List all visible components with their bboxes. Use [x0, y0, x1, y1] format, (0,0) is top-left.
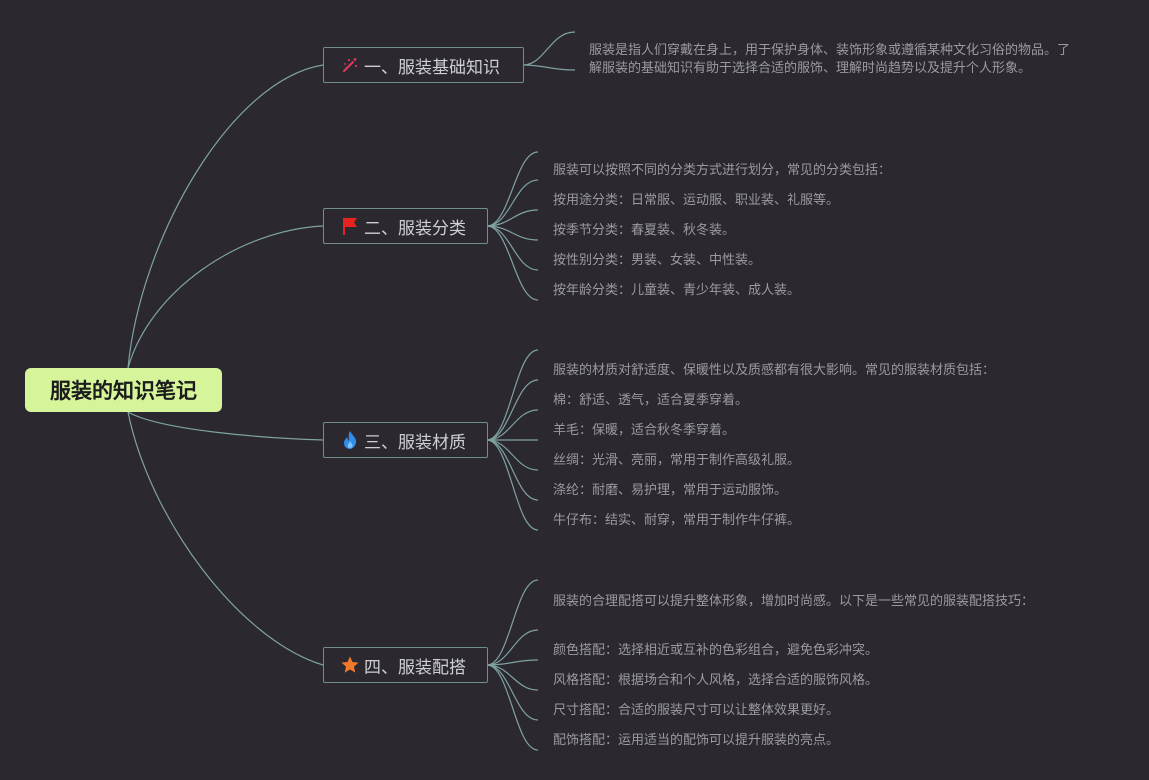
- leaf-matching-4: 配饰搭配：运用适当的配饰可以提升服装的亮点。: [553, 733, 840, 748]
- leaf-materials-4: 涤纶：耐磨、易护理，常用于运动服饰。: [553, 483, 788, 498]
- branch-topic-matching[interactable]: 四、服装配搭: [323, 647, 488, 683]
- fire-icon: [340, 430, 360, 450]
- leaf-materials-2: 羊毛：保暖，适合秋冬季穿着。: [553, 423, 736, 438]
- leaf-matching-3: 尺寸搭配：合适的服装尺寸可以让整体效果更好。: [553, 703, 840, 718]
- leaf-matching-0: 服装的合理配搭可以提升整体形象，增加时尚感。以下是一些常见的服装配搭技巧：: [553, 594, 1035, 609]
- leaf-classification-3: 按性别分类：男装、女装、中性装。: [553, 253, 762, 268]
- star-icon: [340, 655, 360, 675]
- leaf-materials-1: 棉：舒适、透气，适合夏季穿着。: [553, 393, 749, 408]
- leaf-classification-2: 按季节分类：春夏装、秋冬装。: [553, 223, 736, 238]
- branch-label: 二、服装分类: [364, 218, 466, 239]
- branch-label: 三、服装材质: [364, 432, 466, 453]
- link-b1-top: [522, 31, 576, 66]
- link-root-branch-3: [127, 411, 324, 441]
- leaf-classification-0: 服装可以按照不同的分类方式进行划分，常见的分类包括：: [553, 163, 892, 178]
- branch-label: 四、服装配搭: [364, 657, 466, 678]
- leaf-classification-4: 按年龄分类：儿童装、青少年装、成人装。: [553, 283, 801, 298]
- link-root-branch-4: [127, 411, 324, 666]
- leaf-materials-0: 服装的材质对舒适度、保暖性以及质感都有很大影响。常见的服装材质包括：: [553, 363, 996, 378]
- link-root-branch-2: [127, 225, 324, 369]
- branch-topic-basics[interactable]: 一、服装基础知识: [323, 47, 524, 83]
- leaf-materials-3: 丝绸：光滑、亮丽，常用于制作高级礼服。: [553, 453, 801, 468]
- branch-topic-materials[interactable]: 三、服装材质: [323, 422, 488, 458]
- root-topic[interactable]: 服装的知识笔记: [25, 368, 222, 412]
- leaf-basics-0: 服装是指人们穿戴在身上，用于保护身体、装饰形象或遵循某种文化习俗的物品。了解服装…: [589, 43, 1071, 76]
- branch-label: 一、服装基础知识: [364, 57, 500, 78]
- sparkle-icon: [340, 55, 360, 75]
- leaf-matching-1: 颜色搭配：选择相近或互补的色彩组合，避免色彩冲突。: [553, 643, 879, 658]
- red-flag-icon: [340, 216, 360, 236]
- branch-topic-classification[interactable]: 二、服装分类: [323, 208, 488, 244]
- leaf-matching-2: 风格搭配：根据场合和个人风格，选择合适的服饰风格。: [553, 673, 879, 688]
- leaf-classification-1: 按用途分类：日常服、运动服、职业装、礼服等。: [553, 193, 840, 208]
- link-b1-bottom: [522, 64, 576, 71]
- leaf-materials-5: 牛仔布：结实、耐穿，常用于制作牛仔裤。: [553, 513, 801, 528]
- link-root-branch-1: [127, 64, 324, 369]
